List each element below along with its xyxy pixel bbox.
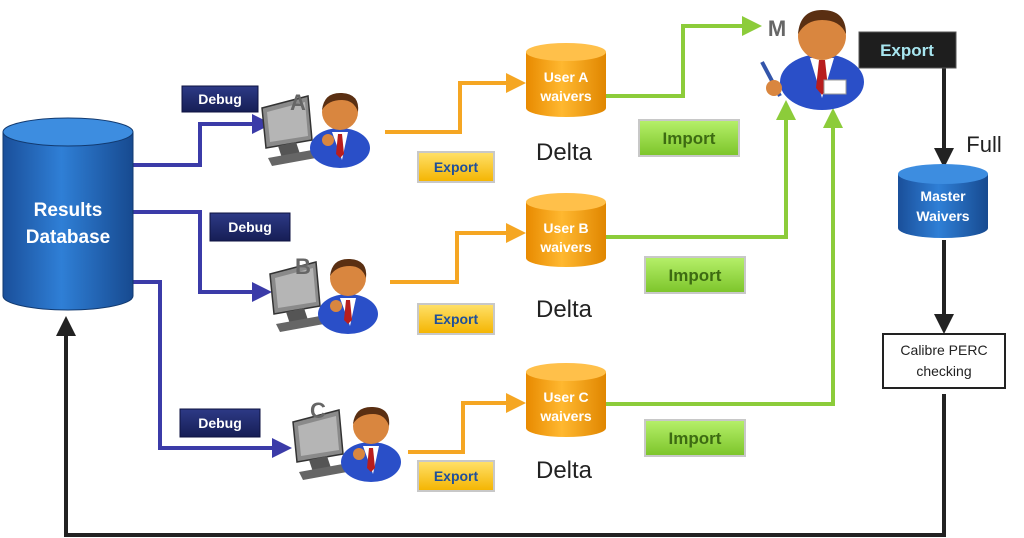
svg-text:Waivers: Waivers — [916, 208, 969, 224]
db-to-user-c-arrow — [133, 280, 292, 458]
full-label: Full — [966, 132, 1001, 157]
user-b-person-icon — [269, 258, 379, 335]
user-a-person-icon — [261, 92, 371, 169]
svg-text:Master: Master — [920, 188, 966, 204]
user-c-waivers: User C waivers — [526, 363, 606, 437]
user-b-letter: B — [295, 254, 311, 279]
svg-text:waivers: waivers — [539, 408, 592, 424]
master-waivers: Master Waivers — [898, 164, 988, 238]
calibre-to-database-arrow — [56, 316, 946, 537]
master-person-icon — [760, 10, 864, 110]
svg-text:Export: Export — [434, 311, 479, 327]
export-button-a[interactable]: Export — [417, 151, 495, 183]
svg-text:Debug: Debug — [198, 91, 242, 107]
svg-text:checking: checking — [916, 363, 971, 379]
master-letter: M — [768, 16, 786, 41]
results-database: Results Database — [2, 117, 134, 311]
user-b-to-waiver-arrow — [390, 223, 526, 284]
svg-text:User A: User A — [544, 69, 589, 85]
export-button-b[interactable]: Export — [417, 303, 495, 335]
user-c-to-waiver-arrow — [408, 393, 526, 454]
user-a-letter: A — [290, 90, 306, 115]
svg-text:Import: Import — [669, 266, 722, 285]
svg-text:Export: Export — [434, 468, 479, 484]
import-button-a[interactable]: Import — [638, 119, 740, 157]
svg-text:Debug: Debug — [198, 415, 242, 431]
svg-text:Export: Export — [434, 159, 479, 175]
svg-text:Export: Export — [880, 41, 934, 60]
user-b-workstation — [269, 258, 379, 335]
waiver-b-to-master-arrow — [605, 100, 796, 239]
svg-text:User B: User B — [543, 220, 588, 236]
db-to-user-b-arrow — [133, 210, 272, 302]
svg-text:Import: Import — [669, 429, 722, 448]
import-button-b[interactable]: Import — [644, 256, 746, 294]
waiver-a-to-master-arrow — [605, 16, 762, 98]
svg-text:Calibre PERC: Calibre PERC — [900, 342, 987, 358]
user-c-letter: C — [310, 398, 326, 423]
delta-label-c: Delta — [536, 457, 593, 484]
delta-label-b: Delta — [536, 296, 593, 323]
debug-button-a[interactable]: Debug — [181, 85, 259, 113]
svg-text:User C: User C — [543, 389, 588, 405]
import-button-c[interactable]: Import — [644, 419, 746, 457]
svg-text:Import: Import — [663, 129, 716, 148]
user-b-waivers: User B waivers — [526, 193, 606, 267]
user-a-workstation — [261, 92, 371, 169]
debug-button-c[interactable]: Debug — [179, 408, 261, 438]
calibre-perc-checking-box: Calibre PERC checking — [882, 333, 1006, 389]
db-to-user-a-arrow — [133, 114, 272, 167]
export-button-c[interactable]: Export — [417, 460, 495, 492]
debug-button-b[interactable]: Debug — [209, 212, 291, 242]
svg-text:Debug: Debug — [228, 219, 272, 235]
master-export-button[interactable]: Export — [858, 31, 957, 69]
waiver-c-to-master-arrow — [605, 108, 843, 406]
database-label-line1: Results — [34, 200, 103, 221]
database-label-line2: Database — [26, 227, 111, 248]
user-a-waivers: User A waivers — [526, 43, 606, 117]
delta-label-a: Delta — [536, 139, 593, 166]
svg-text:waivers: waivers — [539, 239, 592, 255]
svg-text:waivers: waivers — [539, 88, 592, 104]
user-a-to-waiver-arrow — [385, 73, 526, 134]
